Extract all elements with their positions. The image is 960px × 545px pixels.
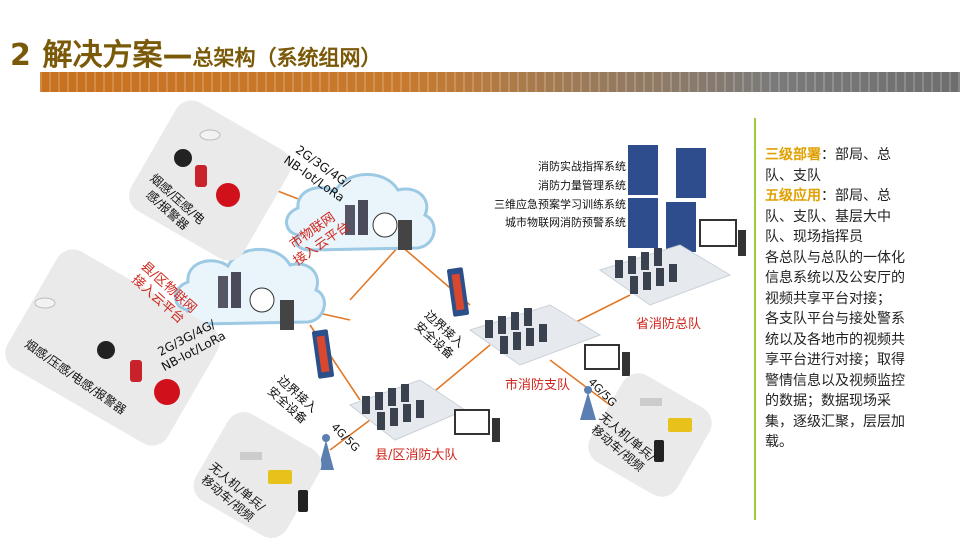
- county-datacenter-icon: [348, 379, 500, 442]
- title-sub: 总架构（系统组网）: [192, 46, 382, 70]
- description-panel: 三级部署：部局、总队、支队 五级应用：部局、总队、支队、基层大中队、现场指挥员 …: [765, 145, 915, 453]
- security-device-right-icon: [446, 267, 470, 317]
- antenna-right-icon: [580, 386, 596, 420]
- antenna-left-icon: [318, 434, 334, 470]
- county-branch-label: 县/区消防大队: [375, 448, 458, 463]
- paragraph-2: 各支队平台与接处警系统以及各地市的视频共享平台进行对接；取得警情信息以及视频监控…: [765, 311, 905, 450]
- deploy-text: ：部局、总队、支队: [765, 147, 891, 184]
- provincial-label: 省消防总队: [636, 317, 702, 332]
- systems-list: 消防实战指挥系统 消防力量管理系统 三维应急预案学习训练系统 城市物联网消防预警…: [430, 158, 626, 238]
- system-item: 消防实战指挥系统: [538, 160, 626, 173]
- apply-text: ：部局、总队、支队、基层大中队、现场指挥员: [765, 188, 891, 245]
- provincial-server-icon: [628, 145, 746, 256]
- security-device-left-icon: [311, 329, 335, 379]
- city-branch-label: 市消防支队: [505, 378, 571, 393]
- title-main: 解决方案—: [42, 38, 193, 73]
- city-cloud-icon: [285, 173, 436, 252]
- city-datacenter-icon: [468, 304, 630, 376]
- page-title: 2 解决方案—总架构（系统组网）: [10, 30, 381, 74]
- provincial-datacenter-icon: [598, 244, 732, 306]
- county-cloud-icon: [174, 247, 326, 330]
- divider-line: [754, 118, 756, 520]
- title-bar: [40, 72, 960, 92]
- deploy-heading: 三级部署: [765, 147, 821, 163]
- system-item: 三维应急预案学习训练系统: [494, 198, 626, 211]
- paragraph-1: 各总队与总队的一体化信息系统以及公安厅的视频共享平台对接；: [765, 249, 905, 307]
- title-number: 2: [10, 38, 31, 73]
- system-item: 城市物联网消防预警系统: [505, 216, 626, 229]
- system-item: 消防力量管理系统: [538, 179, 626, 192]
- apply-heading: 五级应用: [765, 188, 821, 204]
